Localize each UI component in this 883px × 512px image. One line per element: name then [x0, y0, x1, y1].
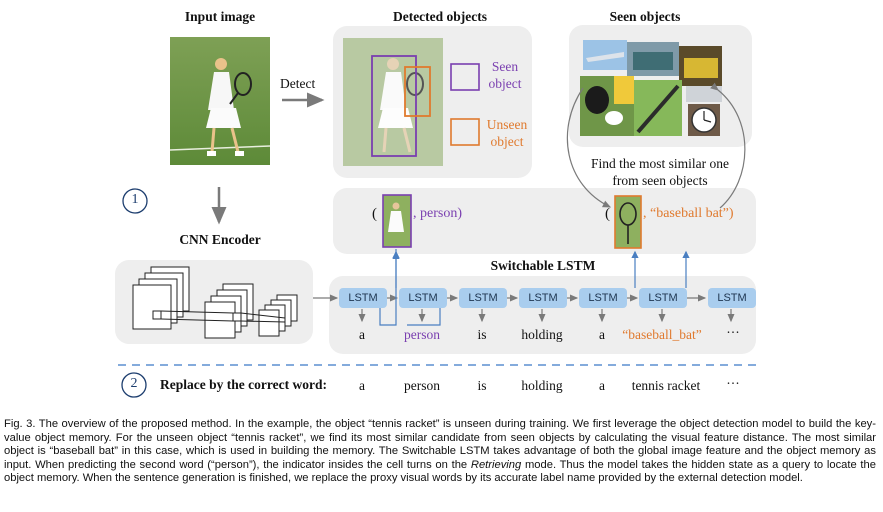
- memory-racket-thumbnail: [614, 195, 642, 249]
- output-word: is: [477, 327, 487, 342]
- replaced-word: tennis racket: [631, 378, 701, 393]
- replaced-word: ···: [726, 376, 740, 391]
- caption-text-part-2: mode. Thus the model takes the hidden st…: [4, 458, 876, 485]
- output-word: a: [359, 327, 365, 342]
- detect-label: Detect: [280, 76, 316, 91]
- find-similar-label: Find the most similar one from seen obje…: [591, 156, 729, 188]
- caption-text-part-1: The overview of the proposed method. In …: [4, 418, 877, 471]
- lstm-cell-4: LSTM: [519, 288, 567, 308]
- input-tennis-image: [169, 37, 271, 165]
- output-word: person: [404, 327, 440, 342]
- cnn-encoder-layers: [132, 266, 298, 339]
- lstm-cell-2: LSTM: [399, 288, 447, 308]
- replaced-word: a: [359, 378, 365, 393]
- step-2-number: 2: [130, 376, 138, 391]
- kv-person-label: , person): [413, 206, 462, 221]
- seen-object-legend-label: Seen object: [488, 59, 522, 91]
- lstm-cell-6: LSTM: [639, 288, 687, 308]
- cnn-encoder-label: CNN Encoder: [179, 232, 261, 247]
- output-word: a: [599, 327, 605, 342]
- kv-person-open-paren: (: [372, 206, 377, 222]
- replaced-word: holding: [521, 378, 563, 393]
- output-word: holding: [521, 327, 563, 342]
- switchable-lstm-label: Switchable LSTM: [490, 258, 596, 273]
- figure-caption: Fig. 3. The overview of the proposed met…: [4, 418, 876, 486]
- kv-bat-open-paren: (: [605, 206, 610, 222]
- detected-image: [343, 38, 480, 166]
- unseen-object-legend-label: Unseen object: [486, 117, 528, 149]
- step-1-number: 1: [131, 192, 139, 207]
- seen-objects-header: Seen objects: [609, 9, 681, 24]
- lstm-cell-5: LSTM: [579, 288, 627, 308]
- detected-objects-header: Detected objects: [392, 9, 488, 24]
- replaced-word: a: [599, 378, 605, 393]
- input-image-header: Input image: [184, 9, 256, 24]
- lstm-cell-1: LSTM: [339, 288, 387, 308]
- seen-objects-collage: [580, 40, 722, 136]
- lstm-cell-7: LSTM: [708, 288, 756, 308]
- memory-person-thumbnail: [382, 194, 412, 248]
- output-word: ···: [726, 325, 740, 340]
- kv-bat-label: , “baseball bat”): [643, 206, 734, 221]
- replaced-word: person: [404, 378, 440, 393]
- lstm-cell-3: LSTM: [459, 288, 507, 308]
- replace-label: Replace by the correct word:: [160, 377, 327, 392]
- caption-italic-term: Retrieving: [470, 458, 522, 471]
- replaced-word: is: [477, 378, 487, 393]
- caption-fig-label: Fig. 3.: [4, 418, 36, 430]
- output-word: “baseball_bat”: [622, 327, 702, 342]
